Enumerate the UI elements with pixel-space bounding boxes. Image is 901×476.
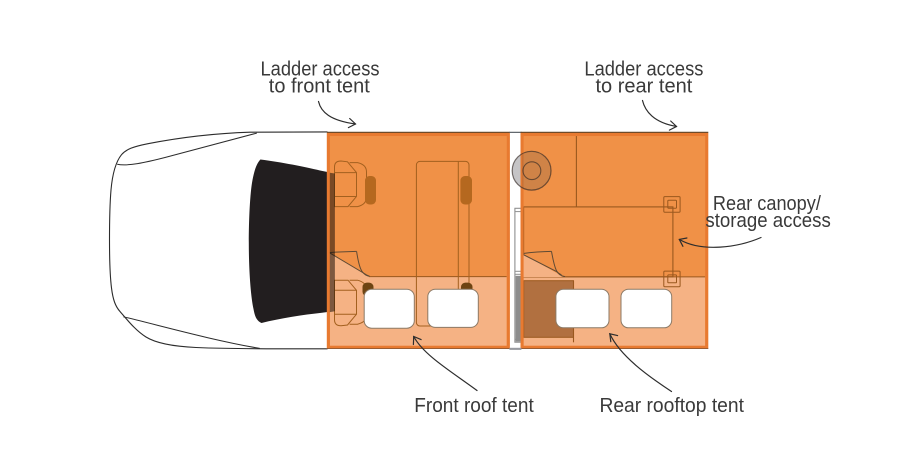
svg-text:Ladder access: Ladder access xyxy=(584,58,703,80)
svg-text:Ladder access: Ladder access xyxy=(261,58,380,80)
svg-text:Rear rooftop tent: Rear rooftop tent xyxy=(599,395,744,417)
svg-text:Rear canopy/: Rear canopy/ xyxy=(713,193,821,215)
svg-text:to rear tent: to rear tent xyxy=(596,75,693,97)
svg-text:to front tent: to front tent xyxy=(269,75,370,97)
svg-text:Front roof tent: Front roof tent xyxy=(414,395,534,417)
svg-text:storage access: storage access xyxy=(705,210,830,232)
